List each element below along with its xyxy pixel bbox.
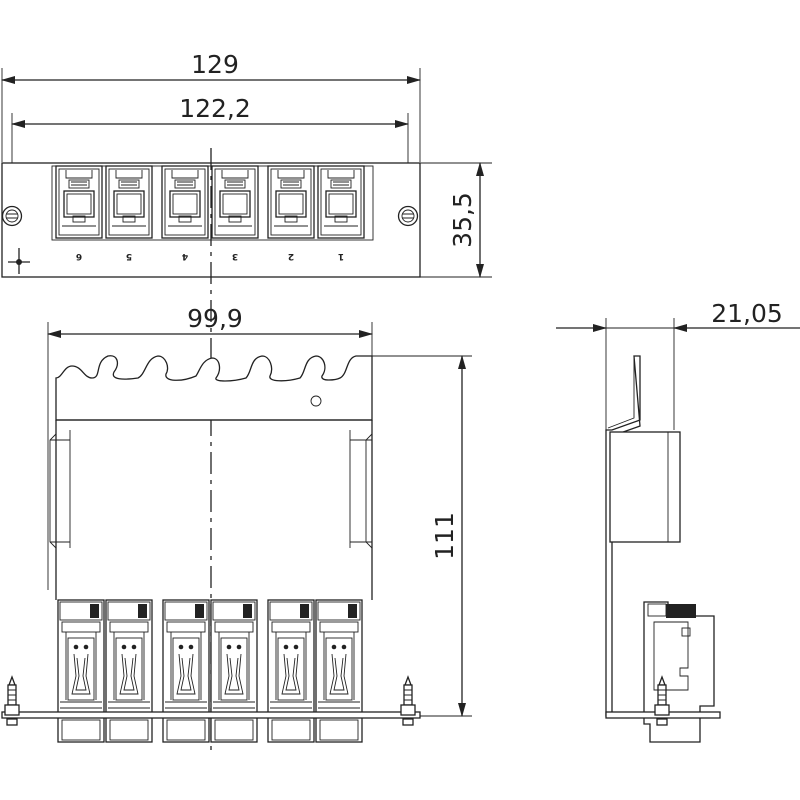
mounting-screw-right-icon	[397, 205, 419, 227]
bottom-module-3	[210, 599, 258, 743]
side-clip-right-edges	[350, 439, 372, 543]
bottom-module-4	[162, 599, 210, 743]
port-number-4: 4	[182, 251, 188, 261]
bottom-module-2	[267, 599, 315, 743]
bracket-width-label: 99,9	[187, 304, 243, 333]
front-port-2	[267, 165, 315, 239]
side-clip-left	[49, 430, 71, 549]
bracket-hole	[310, 395, 322, 407]
port-number-2: 2	[288, 251, 294, 261]
ground-symbol-icon	[8, 248, 30, 274]
bottom-module-1	[315, 599, 363, 743]
side-module-notch	[681, 627, 691, 637]
front-port-1	[317, 165, 365, 239]
side-depth-label: 21,05	[711, 299, 783, 328]
cable-comb-bracket	[55, 355, 373, 421]
side-module-cap	[666, 604, 696, 618]
side-bracket-inner	[607, 356, 635, 429]
mounting-screw-left-icon	[1, 205, 23, 227]
front-port-3	[211, 165, 259, 239]
side-clip-left-edges	[50, 439, 70, 543]
side-clip-block	[609, 431, 681, 543]
side-clip-right	[349, 430, 373, 549]
front-view: 129 122,2 6 5 4 3 2 1	[1, 50, 492, 278]
port-number-1: 1	[338, 251, 344, 261]
side-bracket-profile	[605, 355, 641, 717]
base-plate	[1, 711, 421, 719]
port-number-3: 3	[232, 251, 238, 261]
side-module-profile	[643, 601, 715, 743]
front-port-6	[55, 165, 103, 239]
bracket-height-label: 111	[430, 512, 459, 560]
port-number-5: 5	[126, 251, 132, 261]
front-port-4	[161, 165, 209, 239]
bottom-view: 99,9 111	[1, 304, 472, 743]
bottom-module-6	[57, 599, 105, 743]
port-number-6: 6	[76, 251, 82, 261]
side-view: 21,05	[556, 299, 800, 743]
front-port-5	[105, 165, 153, 239]
hole-spacing-label: 122,2	[179, 94, 251, 123]
panel-height-label: 35,5	[448, 192, 477, 248]
bottom-module-5	[105, 599, 153, 743]
overall-width-label: 129	[191, 50, 239, 79]
